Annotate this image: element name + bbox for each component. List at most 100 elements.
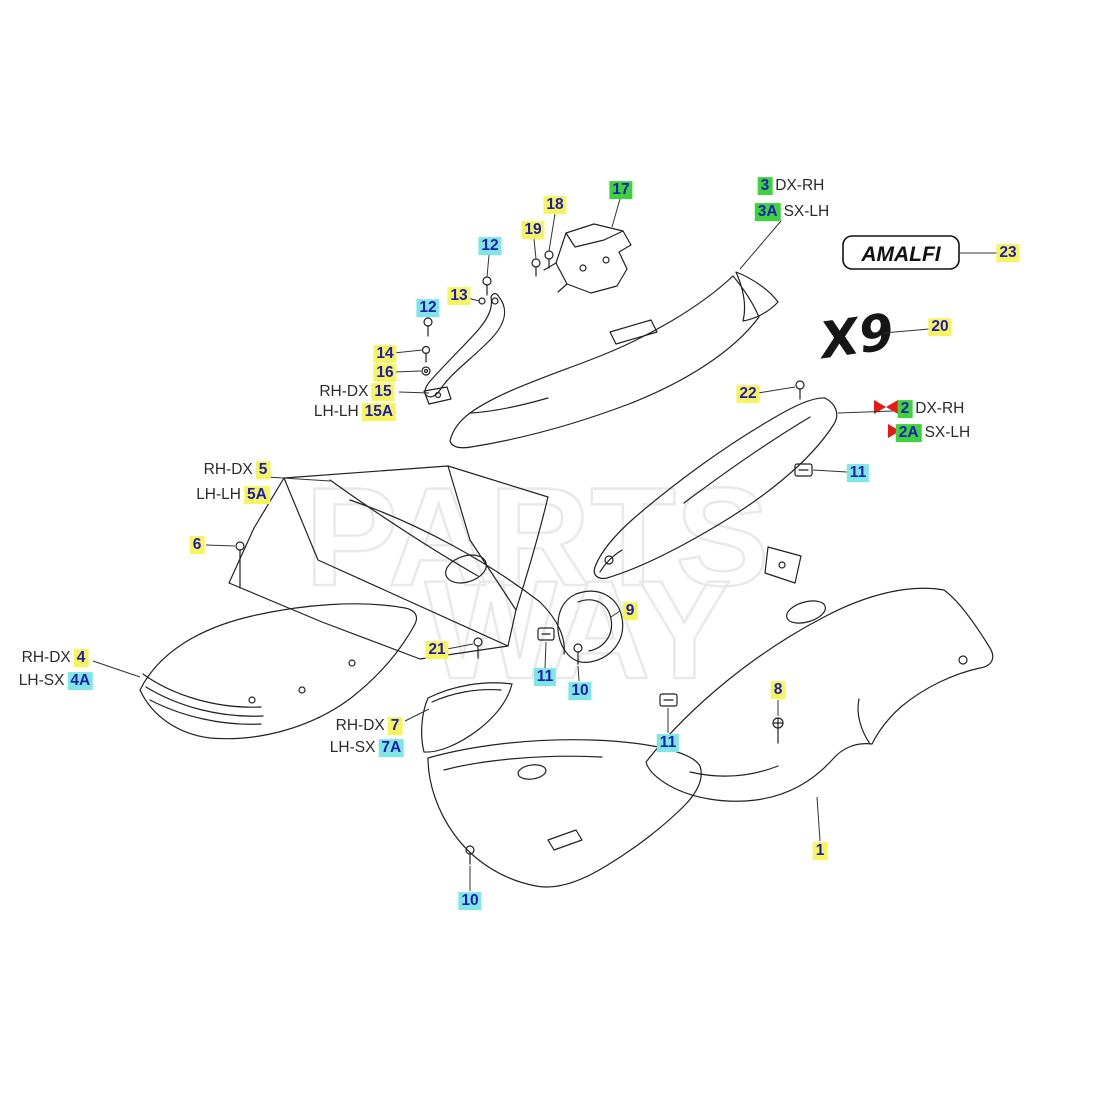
callout-prefix: LH-LH	[196, 486, 241, 504]
leader-lines	[92, 198, 997, 891]
callout-number: 23	[996, 244, 1020, 262]
callout-8: 8	[770, 681, 786, 699]
watermark-line1: PARTS	[305, 458, 769, 615]
callout-11: 11	[533, 668, 557, 686]
callout-14: 14	[373, 345, 397, 363]
screw-22	[795, 380, 805, 400]
part-9-cover	[557, 590, 624, 663]
callout-number: 15A	[361, 403, 397, 421]
callout-11: 11	[846, 464, 870, 482]
callout-number: 18	[543, 196, 567, 214]
callout-number: 2	[897, 400, 913, 418]
callout-number: 17	[609, 181, 633, 199]
callout-number: 1	[812, 842, 828, 860]
screw-6	[235, 541, 245, 589]
clip-11-right	[794, 463, 813, 477]
callout-number: 10	[568, 682, 592, 700]
x9-logo: X9	[814, 303, 898, 371]
callout-prefix: RH-DX	[21, 649, 71, 667]
callout-1: 1	[812, 842, 828, 860]
callout-suffix: DX-RH	[775, 177, 825, 195]
callout-number: 5	[255, 461, 271, 479]
callout-12: 12	[416, 299, 440, 317]
callout-10: 10	[568, 682, 592, 700]
callout-10: 10	[458, 892, 482, 910]
callout-prefix: RH-DX	[335, 717, 385, 735]
callout-number: 12	[416, 299, 440, 317]
part-3-panel	[449, 271, 779, 449]
callout-number: 16	[373, 364, 397, 382]
callout-number: 4A	[67, 672, 94, 690]
callout-number: 9	[622, 602, 638, 620]
callout-number: 7A	[378, 739, 405, 757]
callout-number: 20	[928, 318, 952, 336]
callout-number: 7	[387, 717, 403, 735]
callout-prefix: LH-LH	[313, 403, 359, 421]
callout-number: 13	[447, 287, 471, 305]
callout-22: 22	[736, 385, 760, 403]
revision-marker-icon	[888, 424, 900, 438]
callout-number: 12	[478, 237, 502, 255]
callout-number: 11	[533, 668, 557, 686]
callout-prefix: LH-SX	[18, 672, 65, 690]
callout-16: 16	[373, 364, 397, 382]
callout-number: 11	[846, 464, 870, 482]
callout-number: 22	[736, 385, 760, 403]
callout-number: 6	[189, 536, 205, 554]
clip-11-middle	[537, 627, 555, 641]
callout-number: 2A	[895, 424, 922, 442]
callout-21: 21	[425, 641, 449, 659]
amalfi-badge-text: AMALFI	[860, 243, 941, 266]
callout-18: 18	[543, 196, 567, 214]
callout-number: 21	[425, 641, 449, 659]
part-4-fairing	[139, 603, 418, 740]
washer-16	[421, 366, 431, 376]
callout-number: 4	[73, 649, 89, 667]
callout-19: 19	[521, 221, 545, 239]
callout-9: 9	[622, 602, 638, 620]
part-17-bracket	[543, 223, 632, 294]
callout-6: 6	[189, 536, 205, 554]
revision-markers	[874, 400, 900, 438]
callout-prefix: RH-DX	[203, 461, 253, 479]
callout-prefix: RH-DX	[319, 383, 369, 401]
revision-marker-icon	[874, 400, 886, 414]
callout-17: 17	[609, 181, 633, 199]
callout-number: 15	[371, 383, 395, 401]
part-2-panel	[593, 397, 838, 580]
screw-21	[473, 637, 483, 659]
part-15-trim	[423, 293, 506, 405]
callout-suffix: DX-RH	[915, 400, 965, 418]
part-5-panel	[228, 465, 565, 660]
part-1-panel	[645, 587, 994, 802]
screw-10-upper	[573, 643, 583, 665]
callout-23: 23	[996, 244, 1020, 262]
callout-number: 8	[770, 681, 786, 699]
callout-20: 20	[928, 318, 952, 336]
callout-number: 11	[656, 734, 680, 752]
callout-number: 10	[458, 892, 482, 910]
callout-number: 3	[757, 177, 773, 195]
callout-number: 19	[521, 221, 545, 239]
screw-10-lower	[465, 845, 475, 865]
screw-8	[772, 717, 784, 744]
bracket-small	[764, 546, 802, 584]
callout-number: 5A	[243, 486, 270, 504]
amalfi-badge: AMALFI	[842, 235, 960, 270]
callout-13: 13	[447, 287, 471, 305]
floor-panel	[427, 739, 702, 888]
callout-number: 3A	[754, 203, 781, 221]
